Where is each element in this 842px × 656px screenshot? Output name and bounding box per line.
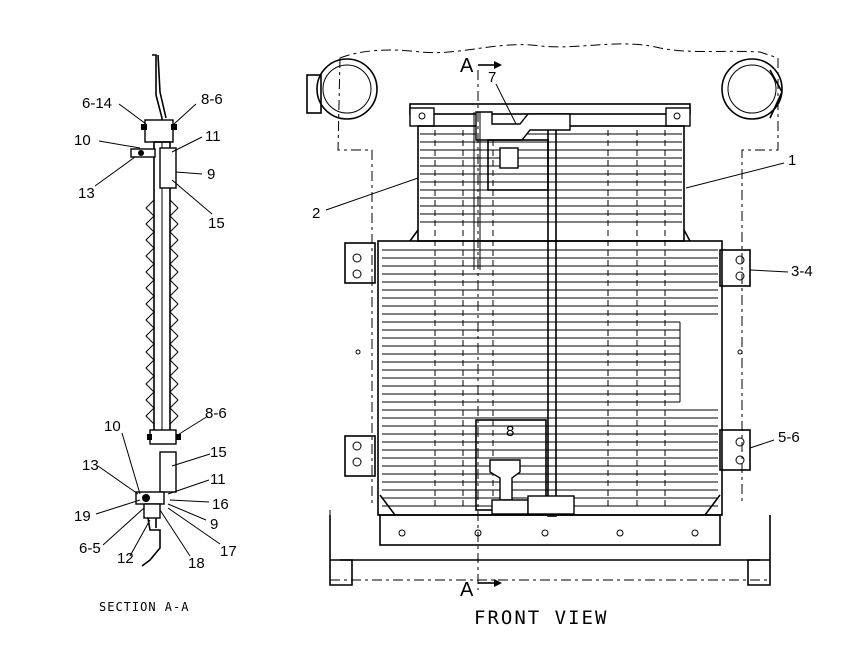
- callout-9-top: 9: [207, 166, 215, 183]
- section-marker-bottom: A: [460, 579, 474, 601]
- section-cut-line: A A: [460, 55, 502, 601]
- section-leader-lines: [94, 103, 221, 557]
- tube-hole-columns: [434, 130, 666, 510]
- callout-13-bottom: 13: [82, 457, 99, 474]
- callout-8-6-top: 8-6: [201, 91, 223, 108]
- callout-13-top: 13: [78, 185, 95, 202]
- callout-11-top: 11: [205, 128, 221, 145]
- callout-3-4: 3-4: [791, 263, 813, 280]
- core-tubes: [382, 133, 718, 507]
- callout-9-bottom: 9: [210, 516, 218, 533]
- callout-8: 8: [506, 423, 514, 440]
- callout-15-bottom: 15: [210, 444, 227, 461]
- callout-15-top: 15: [208, 215, 225, 232]
- callout-6-5: 6-5: [79, 540, 101, 557]
- section-a-a-view: [130, 54, 181, 567]
- callout-16: 16: [212, 496, 229, 513]
- front-view: [306, 43, 783, 586]
- callout-8-6-bottom: 8-6: [205, 405, 227, 422]
- callout-18: 18: [188, 555, 205, 572]
- front-leader-lines: [325, 83, 789, 449]
- callout-10-top: 10: [74, 132, 91, 149]
- callout-2: 2: [312, 205, 320, 222]
- front-view-title: FRONT VIEW: [474, 607, 608, 629]
- callout-6-14: 6-14: [82, 95, 112, 112]
- front-callouts: 7 1 2 3-4 5-6 8: [312, 69, 813, 446]
- callout-19: 19: [74, 508, 91, 525]
- callout-12: 12: [117, 550, 134, 567]
- section-a-a-title: SECTION A-A: [99, 600, 189, 614]
- callout-17: 17: [220, 543, 237, 560]
- callout-5-6: 5-6: [778, 429, 800, 446]
- callout-1: 1: [788, 152, 796, 169]
- callout-7: 7: [488, 69, 496, 86]
- callout-10-bottom: 10: [104, 418, 121, 435]
- section-marker-top: A: [460, 55, 474, 77]
- section-callouts: 6-14 8-6 10 11 13 9 15 8-6 10 15 13 11 1…: [74, 91, 237, 572]
- callout-11-bottom: 11: [210, 471, 226, 488]
